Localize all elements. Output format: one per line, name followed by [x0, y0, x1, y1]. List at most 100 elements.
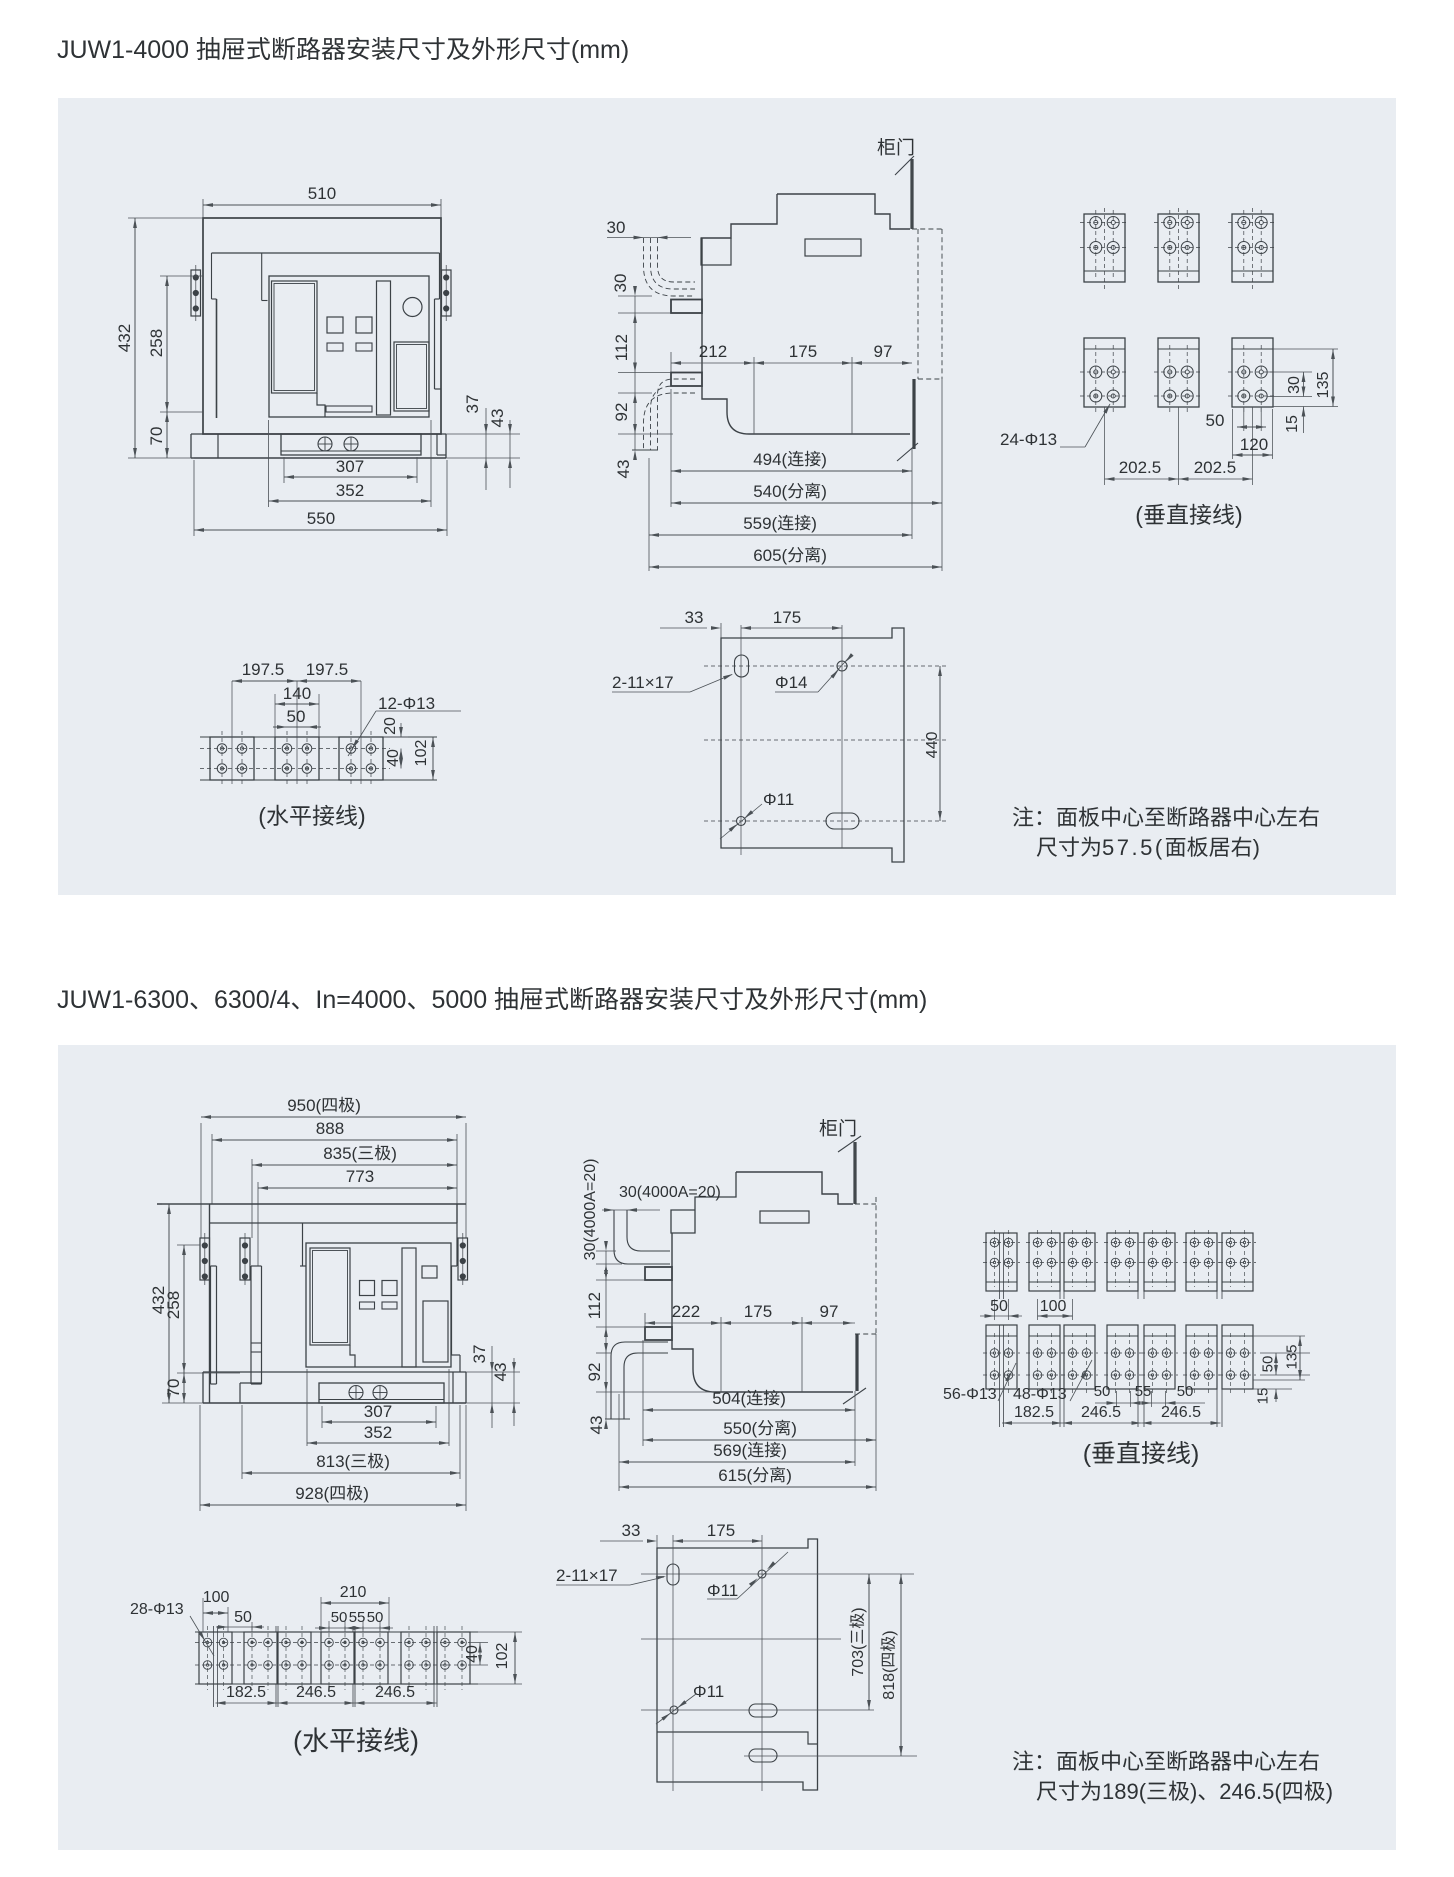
- svg-text:): ): [1253, 835, 1263, 860]
- svg-text:510: 510: [308, 184, 336, 203]
- svg-text:92: 92: [612, 403, 631, 422]
- svg-text:246.5: 246.5: [1161, 1404, 1201, 1421]
- svg-text:(: (: [1135, 502, 1143, 528]
- svg-text:33: 33: [685, 608, 704, 627]
- svg-text:135: 135: [1283, 1344, 1300, 1369]
- svg-text:(mm): (mm): [571, 36, 629, 64]
- svg-text:92: 92: [585, 1363, 604, 1382]
- svg-text:197.5: 197.5: [242, 660, 285, 679]
- svg-text:307: 307: [364, 1402, 392, 1421]
- svg-text:569(: 569(: [713, 1441, 747, 1460]
- svg-text:): ): [881, 1630, 898, 1635]
- svg-text:43: 43: [491, 1363, 510, 1382]
- svg-text:): ): [821, 482, 827, 501]
- svg-text:102: 102: [413, 740, 430, 767]
- svg-text:37: 37: [470, 1345, 489, 1364]
- svg-text:182.5: 182.5: [226, 1684, 266, 1701]
- svg-text:835(: 835(: [323, 1144, 357, 1163]
- svg-text:40: 40: [385, 749, 402, 767]
- svg-text:33: 33: [622, 1521, 641, 1540]
- svg-text:): ): [791, 1419, 797, 1438]
- svg-text:50: 50: [234, 1609, 252, 1626]
- svg-text:189(: 189(: [1102, 1779, 1147, 1804]
- svg-text:Φ11: Φ11: [693, 1682, 724, 1701]
- svg-text:12-Φ13: 12-Φ13: [378, 694, 435, 713]
- svg-text:50: 50: [367, 1609, 384, 1626]
- svg-text:): ): [811, 514, 817, 533]
- svg-text:494(: 494(: [753, 450, 787, 469]
- svg-text:20: 20: [382, 717, 399, 735]
- svg-text:): ): [410, 1726, 419, 1756]
- svg-text:307: 307: [336, 457, 364, 476]
- svg-text:30(4000A=20): 30(4000A=20): [619, 1184, 721, 1201]
- svg-text:2-11×17: 2-11×17: [556, 1566, 618, 1585]
- svg-text:97: 97: [820, 1302, 839, 1321]
- svg-text:(: (: [293, 1726, 302, 1756]
- svg-text:550(: 550(: [723, 1419, 757, 1438]
- svg-text:): ): [780, 1389, 786, 1408]
- svg-text:50: 50: [287, 707, 306, 726]
- svg-text:559(: 559(: [743, 514, 777, 533]
- svg-text:30: 30: [611, 274, 630, 293]
- svg-text:202.5: 202.5: [1119, 458, 1162, 477]
- svg-text:100: 100: [1040, 1298, 1067, 1315]
- svg-text:352: 352: [336, 481, 364, 500]
- svg-text:43: 43: [488, 409, 507, 428]
- svg-text:24-Φ13: 24-Φ13: [1000, 430, 1057, 449]
- svg-text:212: 212: [699, 342, 727, 361]
- svg-text:(: (: [1083, 1440, 1092, 1468]
- svg-text:432: 432: [115, 324, 134, 352]
- svg-text:): ): [1326, 1779, 1333, 1804]
- svg-text:In=4000: In=4000: [315, 986, 406, 1014]
- svg-text:30: 30: [607, 218, 626, 237]
- svg-text:Φ11: Φ11: [707, 1581, 738, 1600]
- svg-text:50: 50: [331, 1609, 348, 1626]
- svg-text:246.5: 246.5: [1081, 1404, 1121, 1421]
- svg-text:550: 550: [307, 509, 335, 528]
- svg-text:140: 140: [283, 684, 311, 703]
- svg-text:246.5: 246.5: [296, 1684, 336, 1701]
- svg-text:246.5: 246.5: [375, 1684, 415, 1701]
- svg-text:504(: 504(: [712, 1389, 746, 1408]
- svg-text:50: 50: [1259, 1356, 1276, 1373]
- svg-text:55: 55: [1135, 1383, 1152, 1400]
- svg-text:43: 43: [614, 460, 633, 479]
- svg-text:615(: 615(: [718, 1466, 752, 1485]
- svg-text:30: 30: [1286, 376, 1303, 394]
- svg-text:): ): [821, 546, 827, 565]
- svg-text:175: 175: [707, 1521, 735, 1540]
- svg-text:258: 258: [147, 329, 166, 357]
- svg-text:): ): [850, 1607, 867, 1612]
- svg-text:56-Φ13: 56-Φ13: [943, 1386, 997, 1403]
- svg-text:57.5(: 57.5(: [1102, 835, 1165, 860]
- svg-text:): ): [391, 1144, 397, 1163]
- svg-text:135: 135: [1315, 372, 1332, 399]
- svg-text:70: 70: [164, 1379, 183, 1398]
- svg-text:50: 50: [1177, 1383, 1194, 1400]
- svg-text:5000: 5000: [432, 986, 488, 1014]
- svg-text:): ): [821, 450, 827, 469]
- svg-text:112: 112: [612, 334, 631, 361]
- svg-text:JUW1-4000: JUW1-4000: [57, 36, 189, 64]
- svg-text:50: 50: [1206, 411, 1225, 430]
- svg-text:): ): [355, 1096, 361, 1115]
- svg-text:773: 773: [346, 1167, 374, 1186]
- svg-text:112: 112: [585, 1292, 604, 1319]
- svg-text:182.5: 182.5: [1014, 1404, 1054, 1421]
- svg-text:(: (: [258, 803, 266, 829]
- svg-text:97: 97: [874, 342, 893, 361]
- svg-text:210: 210: [340, 1584, 367, 1601]
- svg-text:352: 352: [364, 1423, 392, 1442]
- svg-text:202.5: 202.5: [1194, 458, 1237, 477]
- svg-text:40: 40: [464, 1645, 481, 1663]
- svg-text:246.5(: 246.5(: [1219, 1779, 1282, 1804]
- svg-text:55: 55: [349, 1609, 366, 1626]
- svg-text:120: 120: [1240, 435, 1268, 454]
- svg-text:Φ14: Φ14: [775, 673, 807, 692]
- svg-text:888: 888: [316, 1119, 344, 1138]
- svg-text:813(: 813(: [316, 1452, 350, 1471]
- svg-text:222: 222: [672, 1302, 700, 1321]
- svg-text:70: 70: [147, 427, 166, 446]
- svg-text:540(: 540(: [753, 482, 787, 501]
- svg-text:): ): [1235, 502, 1243, 528]
